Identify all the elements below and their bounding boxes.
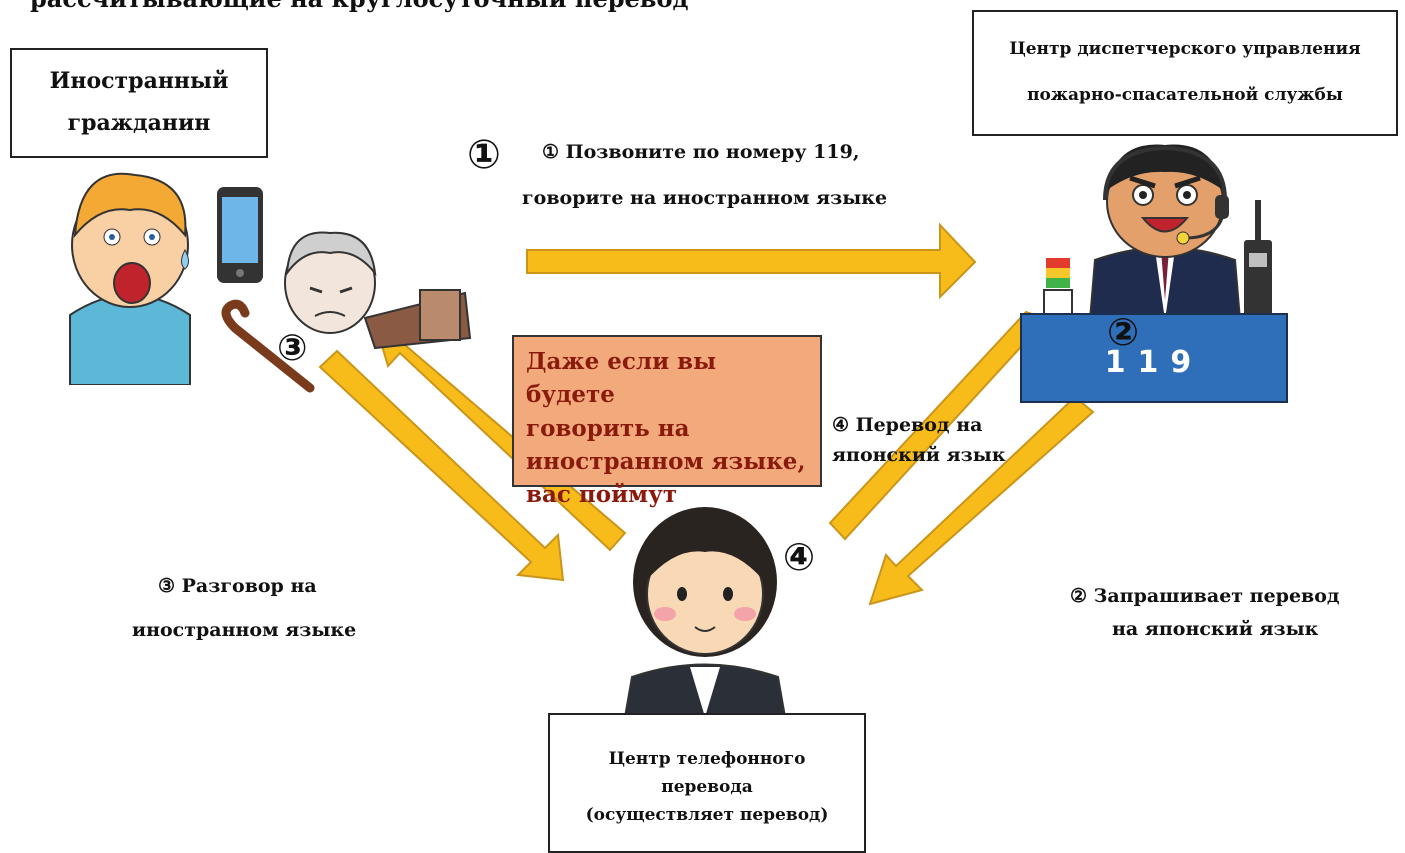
arrow-step1	[526, 222, 977, 300]
step3-line2: иностранном языке	[132, 618, 357, 641]
arrow-step3-down	[318, 349, 565, 582]
translation-center-line1: Центр телефонного	[608, 749, 806, 769]
marker-step3: ③	[277, 328, 308, 369]
marker-step2: ②	[1107, 310, 1140, 354]
translator-operator-icon	[623, 507, 787, 717]
desk-number: 119	[1104, 344, 1204, 380]
dispatcher-operator-icon	[1088, 144, 1242, 320]
understanding-note: Даже если вы будете говорить на иностран…	[512, 335, 822, 508]
translation-center-line2: перевода	[661, 777, 753, 798]
arrow-step2	[868, 395, 1095, 606]
radio-walkie-talkie-icon	[1244, 200, 1272, 318]
fire-center-label-line2: пожарно-спасательной службы	[1027, 85, 1343, 105]
foreigner-label-line2: гражданин	[67, 110, 211, 136]
note-line4: вас поймут	[526, 481, 678, 509]
step2-label: ② Запрашивает перевод на японский язык	[1070, 580, 1340, 647]
note-line1: Даже если вы будете	[526, 348, 717, 409]
step4-line1: ④ Перевод на	[832, 414, 983, 436]
step3-label: ③ Разговор на иностранном языке	[132, 565, 356, 652]
step2-line1: ② Запрашивает перевод	[1070, 585, 1340, 607]
signal-light-icon	[1043, 258, 1073, 317]
smartphone-icon	[217, 187, 263, 283]
top-partial-text: рассчитывающие на круглосуточный перевод	[30, 0, 688, 13]
step3-line1: ③ Разговор на	[158, 575, 317, 597]
step1-line1: ① Позвоните по номеру 119,	[542, 141, 860, 163]
foreigner-person-icon	[69, 172, 191, 385]
foreigner-box: Иностранный гражданин	[10, 48, 268, 158]
step4-label: ④ Перевод на японский язык	[832, 410, 1006, 471]
step1-line2: говорите на иностранном языке	[522, 186, 888, 209]
step2-line2: на японский язык	[1112, 618, 1319, 641]
marker-step1: ①	[467, 132, 501, 178]
step1-label: ① Позвоните по номеру 119, говорите на и…	[522, 130, 887, 221]
translation-center-box: Центр телефонного перевода (осуществляет…	[548, 713, 866, 853]
note-line3: иностранном языке,	[526, 448, 806, 476]
collapsed-elderly-person-icon	[221, 231, 472, 393]
note-line2: говорить на	[526, 414, 690, 442]
translation-center-line3: (осуществляет перевод)	[585, 805, 829, 826]
marker-step4: ④	[783, 535, 816, 579]
fire-center-label-line1: Центр диспетчерского управления	[1009, 39, 1361, 60]
foreigner-label-line1: Иностранный	[49, 68, 229, 95]
fire-center-box: Центр диспетчерского управления пожарно-…	[972, 10, 1398, 136]
step4-line2: японский язык	[832, 444, 1006, 467]
dispatch-desk-119: 119	[1020, 313, 1288, 403]
